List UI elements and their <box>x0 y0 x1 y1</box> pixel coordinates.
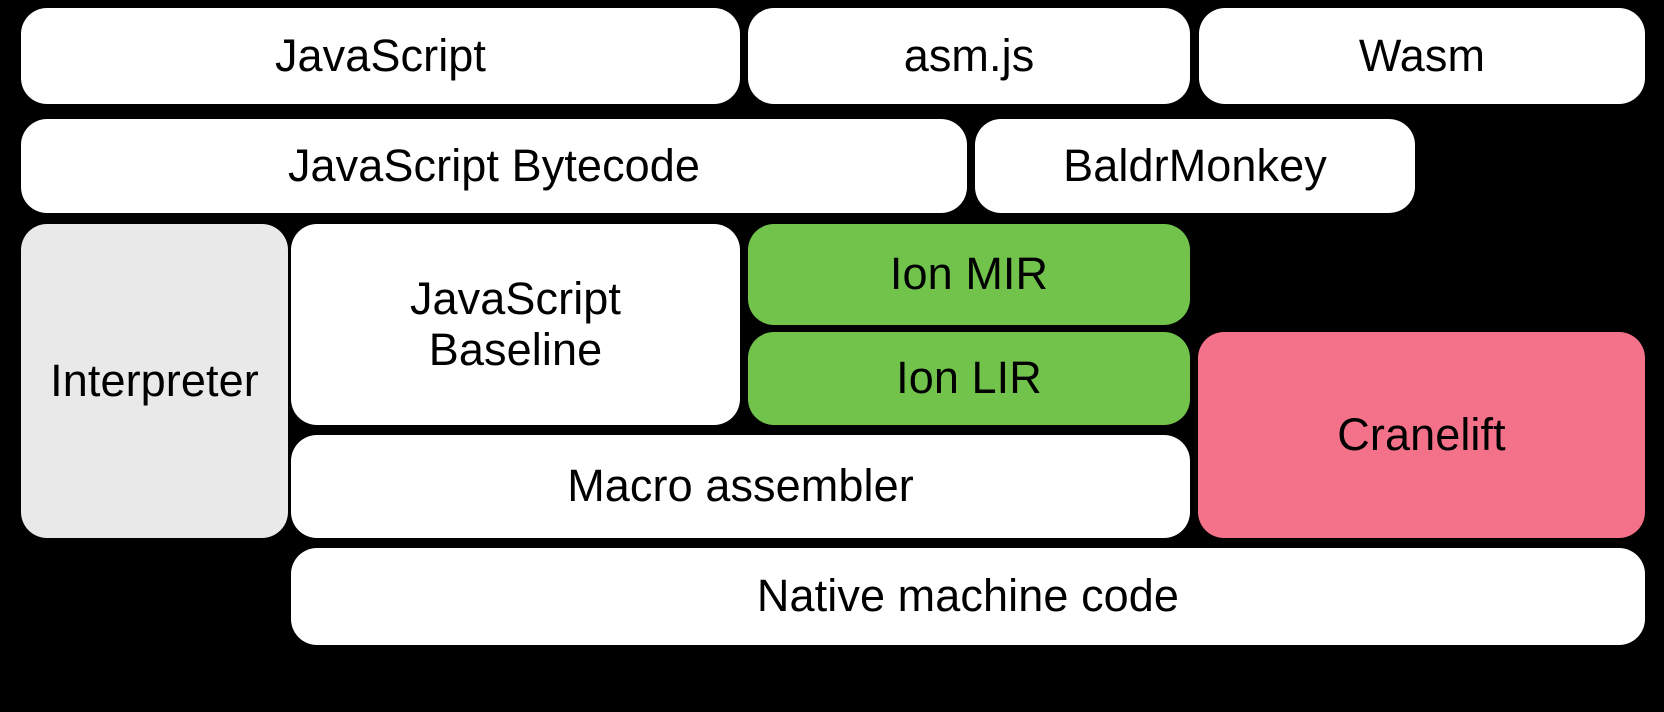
node-native-machine-code: Native machine code <box>291 548 1645 645</box>
node-ion-lir: Ion LIR <box>748 332 1190 425</box>
node-baldrmonkey: BaldrMonkey <box>975 119 1415 213</box>
node-interpreter: Interpreter <box>21 224 288 538</box>
node-javascript-bytecode: JavaScript Bytecode <box>21 119 967 213</box>
node-cranelift: Cranelift <box>1198 332 1645 538</box>
node-javascript: JavaScript <box>21 8 740 104</box>
node-ion-mir: Ion MIR <box>748 224 1190 325</box>
node-asm-js: asm.js <box>748 8 1190 104</box>
node-macro-assembler: Macro assembler <box>291 435 1190 538</box>
node-javascript-baseline: JavaScript Baseline <box>291 224 740 425</box>
node-wasm: Wasm <box>1199 8 1645 104</box>
